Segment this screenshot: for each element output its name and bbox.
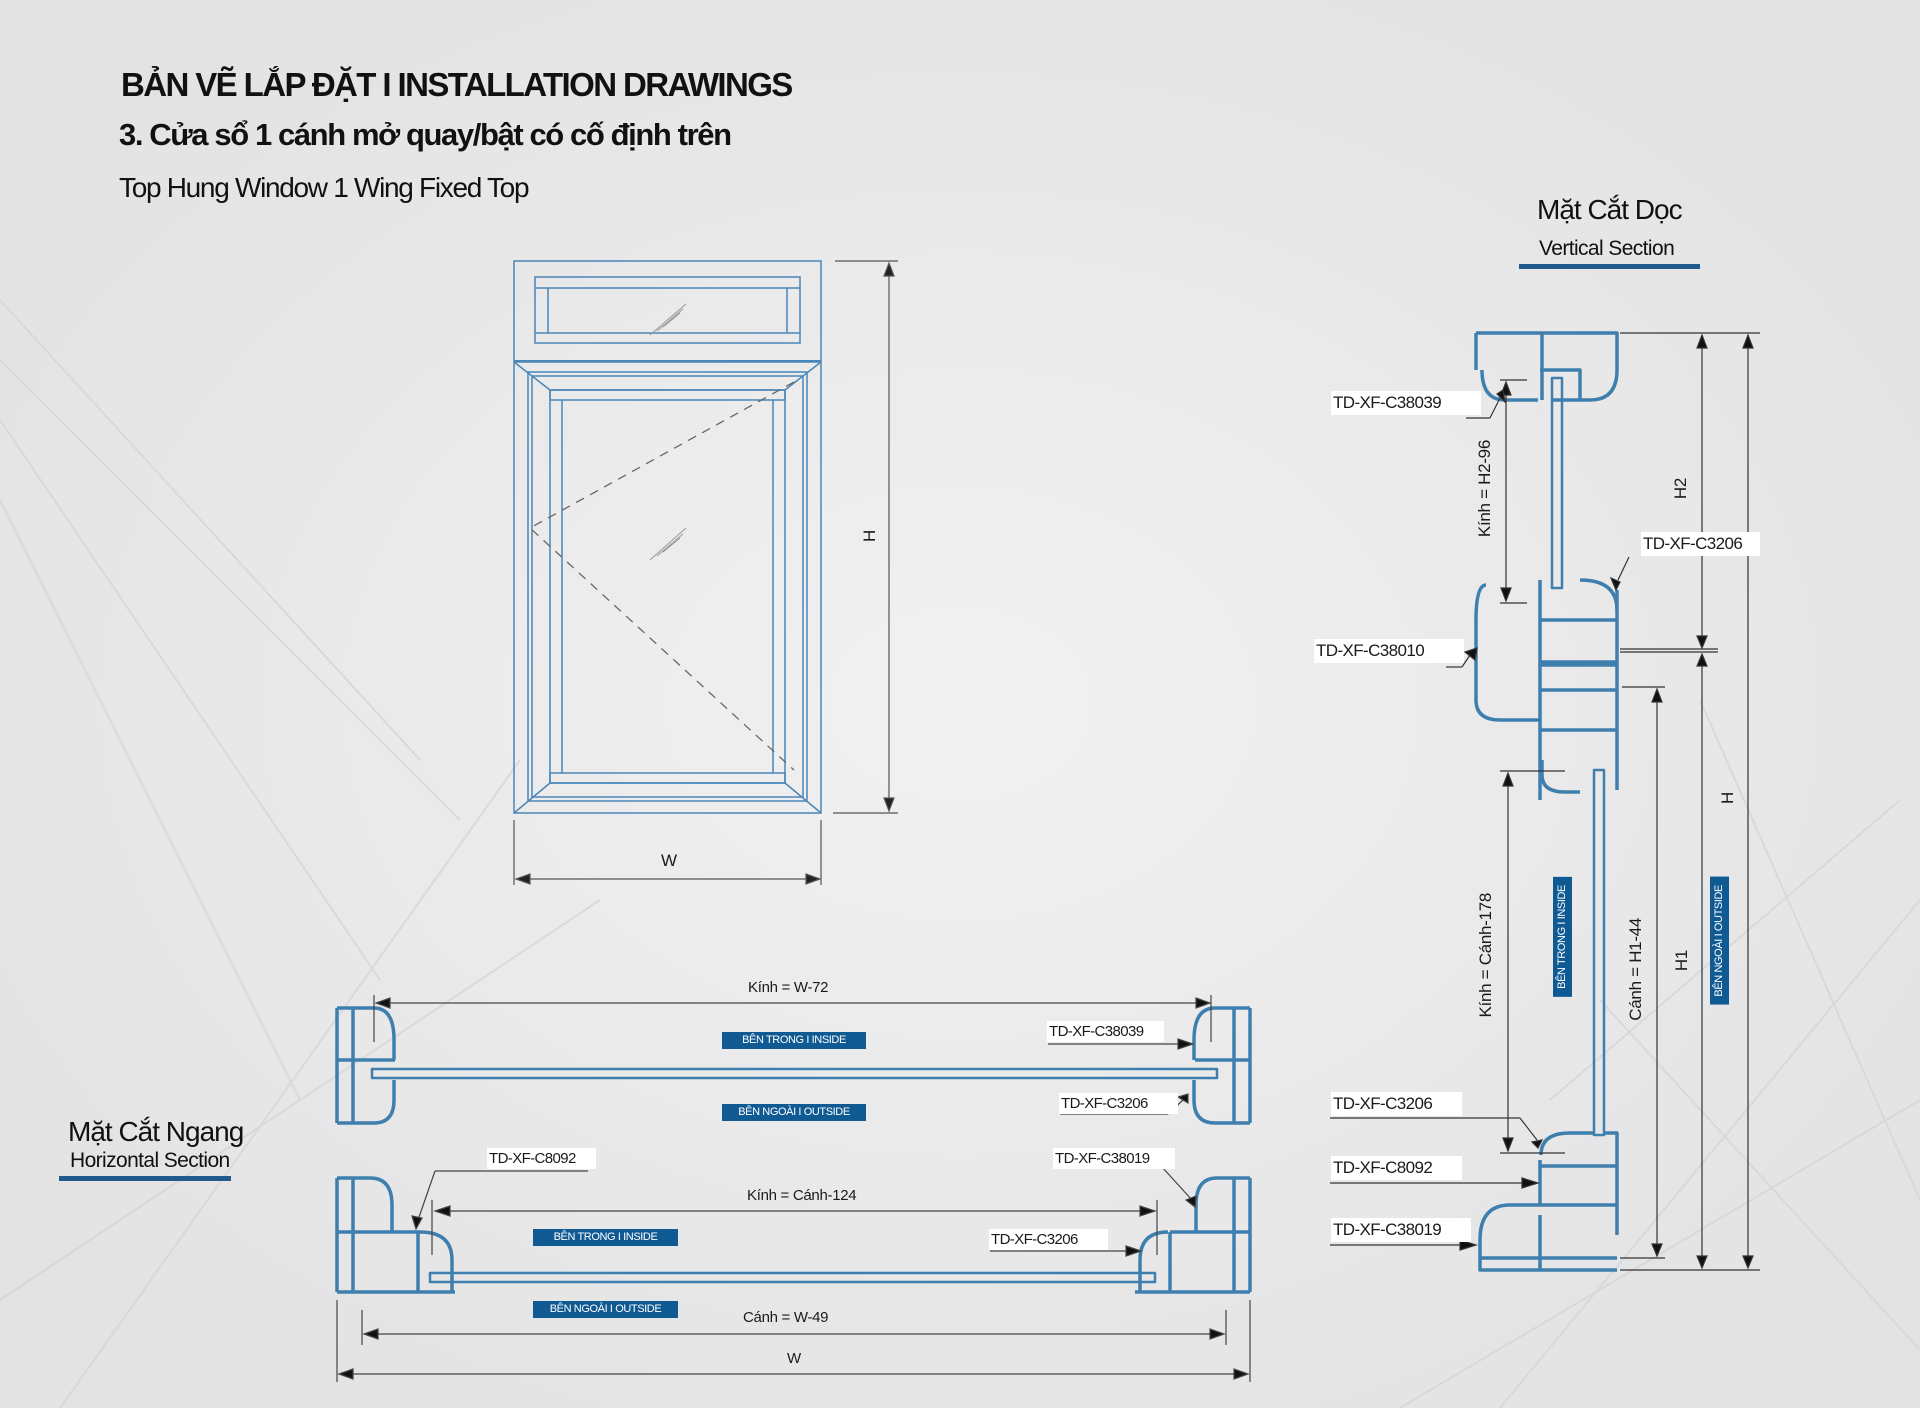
- profile-top-right: [1195, 1006, 1252, 1125]
- horizontal-dim-width: W: [787, 1350, 801, 1367]
- page-subtitle-en: Top Hung Window 1 Wing Fixed Top: [119, 172, 530, 203]
- vertical-part-label-c38039: TD-XF-C38039: [1331, 391, 1482, 415]
- profile-bottom-right: [1135, 1176, 1252, 1294]
- horizontal-part-label-c3206-top: TD-XF-C3206: [1059, 1093, 1178, 1114]
- horizontal-dim-glass-top: Kính = W-72: [748, 979, 829, 996]
- profile-transom: [1474, 583, 1540, 722]
- horizontal-top-outside-badge: BÊN NGOÀI I OUTSIDE: [722, 1104, 866, 1121]
- horizontal-part-label-c3206-bottom: TD-XF-C3206: [989, 1229, 1108, 1250]
- horizontal-dim-glass-bottom: Kính = Cánh-124: [747, 1187, 857, 1204]
- elevation-dimensions: [513, 260, 898, 885]
- horizontal-part-label-c38039: TD-XF-C38039: [1047, 1021, 1164, 1042]
- horizontal-part-label-c8092: TD-XF-C8092: [487, 1148, 596, 1169]
- glass-bottom: [1592, 768, 1606, 1137]
- glass-top: [1550, 376, 1564, 590]
- profile-top-left: [335, 1006, 395, 1125]
- horizontal-bottom-inside-badge: BÊN TRONG I INSIDE: [533, 1229, 678, 1246]
- vertical-section-title: Mặt Cắt Dọc: [1537, 194, 1683, 225]
- horizontal-dim-sash: Cánh = W-49: [743, 1309, 829, 1326]
- horizontal-section-underline: [59, 1176, 231, 1181]
- horizontal-section-title: Mặt Cắt Ngang: [68, 1116, 244, 1147]
- vertical-section-underline: [1519, 264, 1700, 269]
- vertical-part-label-c3206-top: TD-XF-C3206: [1641, 532, 1761, 556]
- vertical-part-label-c38019: TD-XF-C38019: [1331, 1218, 1472, 1242]
- vertical-part-label-c38010: TD-XF-C38010: [1314, 639, 1465, 663]
- glass-horizontal-bottom: [428, 1271, 1157, 1284]
- horizontal-section-subtitle: Horizontal Section: [70, 1149, 230, 1172]
- profile-bottom-left: [335, 1176, 455, 1294]
- fixed-top-frame: [534, 276, 801, 344]
- horizontal-bottom-outside-badge: BÊN NGOÀI I OUTSIDE: [533, 1301, 678, 1318]
- vertical-part-label-c3206-bottom: TD-XF-C3206: [1331, 1092, 1463, 1116]
- glass-hatch: [649, 303, 687, 561]
- horizontal-part-label-c38019: TD-XF-C38019: [1053, 1148, 1175, 1169]
- outer-frame: [513, 260, 822, 814]
- vertical-dimensions: [1330, 332, 1760, 1271]
- vertical-section-subtitle: Vertical Section: [1539, 237, 1675, 260]
- page-subtitle-vi: 3. Cửa sổ 1 cánh mở quay/bật có cố định …: [119, 117, 732, 152]
- glass-horizontal-top: [370, 1067, 1219, 1080]
- opening-indicator: [528, 381, 795, 771]
- vertical-part-label-c8092: TD-XF-C8092: [1331, 1156, 1463, 1180]
- elevation-width-label: W: [661, 851, 677, 870]
- profile-sash-top: [1540, 760, 1580, 794]
- page-title: BẢN VẼ LẮP ĐẶT I INSTALLATION DRAWINGS: [121, 66, 793, 103]
- profile-top-frame: [1474, 331, 1619, 400]
- horizontal-dimensions: [336, 995, 1251, 1382]
- horizontal-top-inside-badge: BÊN TRONG I INSIDE: [722, 1032, 866, 1049]
- profile-bottom-sash: [1539, 1131, 1619, 1235]
